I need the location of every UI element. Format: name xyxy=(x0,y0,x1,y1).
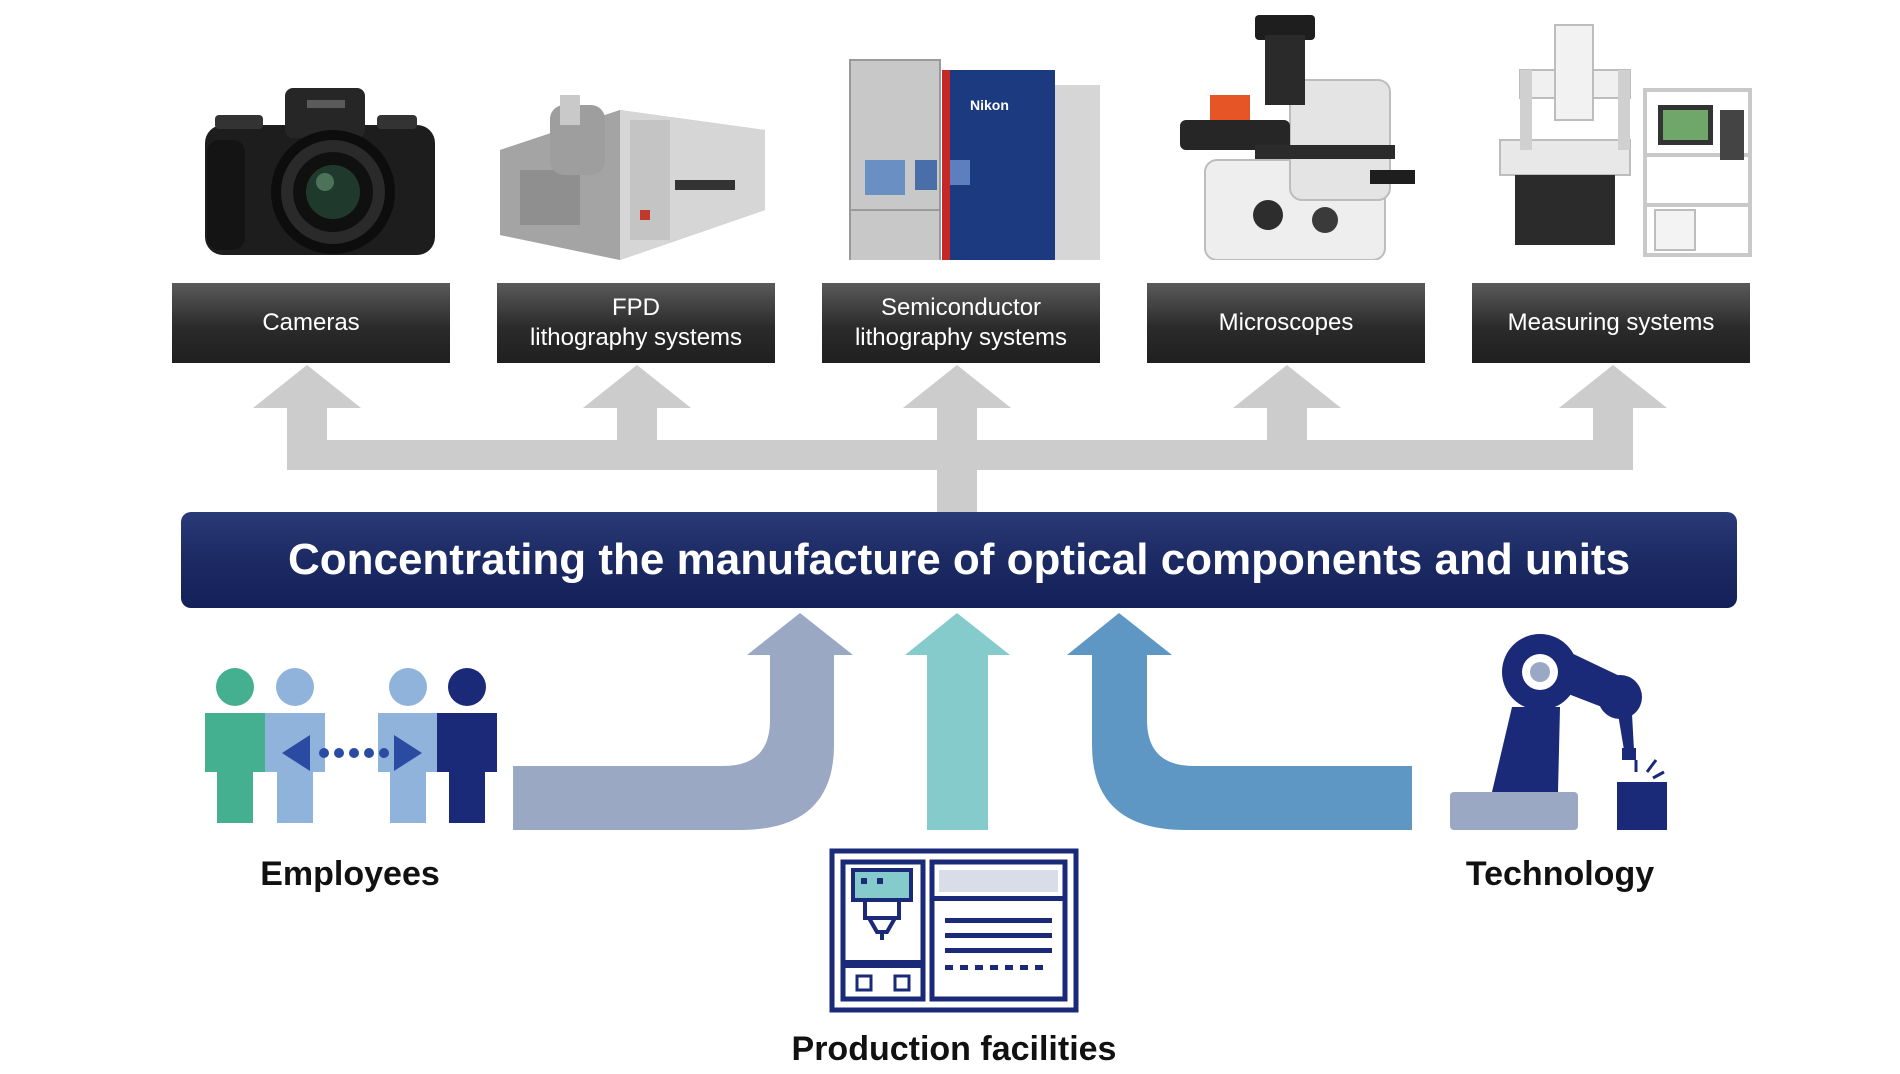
product-label-measuring-systems: Measuring systems xyxy=(1472,283,1750,363)
product-label-microscopes: Microscopes xyxy=(1147,283,1425,363)
production-facility-icon xyxy=(829,848,1079,1013)
employees-arrow xyxy=(513,613,853,830)
robot-arm-icon xyxy=(1450,634,1667,830)
microscope-icon xyxy=(1180,15,1415,260)
product-label-cameras: Cameras xyxy=(172,283,450,363)
production-facilities-label: Production facilities xyxy=(791,1030,1117,1068)
svg-text:Nikon: Nikon xyxy=(970,97,1009,113)
product-label-fpd-lithography: FPD lithography systems xyxy=(497,283,775,363)
technology-label: Technology xyxy=(1465,855,1655,893)
employees-label: Employees xyxy=(260,855,440,893)
product-label-semiconductor-lithography: Semiconductor lithography systems xyxy=(822,283,1100,363)
semiconductor-lithography-system-icon: Nikon xyxy=(849,59,1100,260)
fpd-lithography-system-icon xyxy=(500,95,765,260)
measuring-system-icon xyxy=(1499,24,1752,257)
banner: Concentrating the manufacture of optical… xyxy=(181,512,1737,608)
production-arrow xyxy=(905,613,1010,830)
technology-arrow xyxy=(1067,613,1412,830)
camera-icon xyxy=(205,88,435,255)
employees-icon xyxy=(205,668,497,823)
